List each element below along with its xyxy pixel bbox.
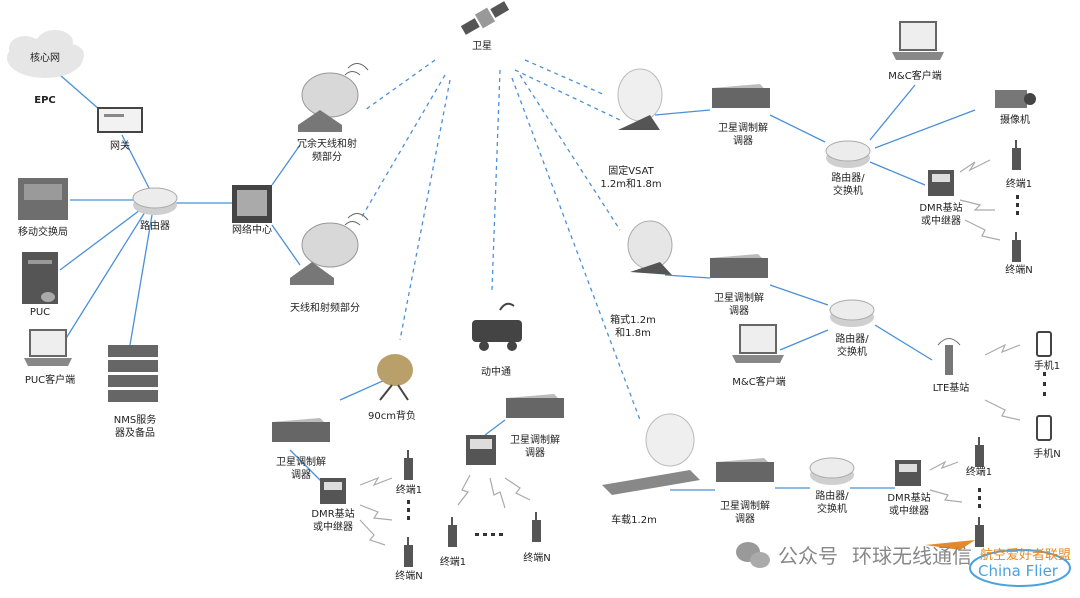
router-label: 路由器 — [140, 221, 170, 232]
mc-client1-label: M&C客户端 — [888, 71, 942, 82]
dmr-base-station-icon — [895, 460, 921, 486]
puc-client-label: PUC客户端 — [24, 375, 76, 386]
wechat-icon — [736, 542, 770, 568]
vehicle-mount-antenna-icon — [602, 413, 700, 495]
puc-server-icon — [22, 252, 58, 304]
modem1-label: 卫星调制解 调器 — [718, 123, 768, 147]
puc-label: PUC — [29, 307, 51, 318]
box-terminal-dish-icon — [627, 220, 673, 275]
term1-a-label: 终端1 — [1005, 179, 1033, 190]
core-network-cloud-icon — [7, 30, 84, 78]
redundant-antenna-label: 冗余天线和射 频部分 — [297, 139, 357, 163]
msc-server-icon — [18, 178, 68, 220]
network-center-label: 网络中心 — [232, 225, 272, 236]
redundant-antenna-icon — [298, 63, 369, 132]
antenna-rf-icon — [290, 213, 369, 285]
dmr-base-station-icon — [320, 478, 346, 504]
phone-icon — [1036, 331, 1052, 441]
watermark-wechat-text: 公众号 — [778, 544, 838, 568]
camera-label: 摄像机 — [1000, 115, 1030, 126]
manpack-dish-icon — [377, 354, 413, 401]
satellite-icon — [460, 1, 510, 35]
handset-icon — [1012, 140, 1021, 262]
gateway-icon — [97, 107, 143, 133]
vehicle-label: 车载1.2m — [611, 515, 657, 526]
core-router-icon — [132, 187, 178, 215]
lte-label: LTE基站 — [932, 383, 970, 394]
dmr-base-station-icon — [466, 435, 496, 465]
handset-icon — [404, 450, 413, 567]
dmr-base-station-icon — [928, 170, 954, 196]
satellite-links — [359, 59, 641, 421]
comm-on-move-vehicle-icon — [472, 302, 522, 351]
gateway-label: 网关 — [110, 141, 130, 152]
router-switch-icon — [829, 299, 875, 327]
msc-label: 移动交换局 — [18, 227, 68, 238]
fixed-vsat-label: 固定VSAT 1.2m和1.8m — [600, 166, 662, 190]
core-network-label: 核心网 — [30, 53, 60, 64]
watermark-name-text: 环球无线通信 — [852, 544, 972, 568]
router-switch2-label: 路由器/ 交换机 — [835, 334, 869, 358]
nms-label: NMS服务 器及备品 — [113, 415, 157, 439]
phoneN-label: 手机N — [1033, 449, 1061, 460]
fixed-vsat-dish-icon — [617, 68, 663, 130]
term1-d-label: 终端1 — [965, 467, 993, 478]
wireless-links — [359, 159, 1021, 546]
dmr2-label: DMR基站 或中继器 — [311, 509, 355, 533]
router-switch-icon — [809, 457, 855, 485]
camera-icon — [995, 90, 1036, 108]
router-switch3-label: 路由器/ 交换机 — [815, 491, 849, 515]
network-center-icon — [232, 185, 272, 223]
termN-c-label: 终端N — [395, 571, 423, 582]
mc-client2-label: M&C客户端 — [732, 377, 786, 388]
handset-icon — [448, 512, 541, 547]
watermark-site-text: China Flier — [978, 562, 1058, 580]
comm-on-move-label: 动中通 — [481, 367, 511, 378]
router-switch-icon — [825, 140, 871, 168]
modem-icon — [716, 458, 774, 482]
mc-client-laptop-icon — [732, 324, 784, 363]
watermark-site-cn-text: 航空爱好者联盟 — [980, 548, 1072, 563]
term1-b-label: 终端1 — [439, 557, 467, 568]
modem5-label: 卫星调制解 调器 — [720, 501, 770, 525]
termN-a-label: 终端N — [1005, 265, 1033, 276]
puc-client-laptop-icon — [24, 329, 72, 366]
modem-icon — [712, 84, 770, 108]
modem-icon — [506, 394, 564, 418]
epc-label: EPC — [34, 95, 56, 106]
modem3-label: 卫星调制解 调器 — [510, 435, 560, 459]
satellite-label: 卫星 — [472, 41, 492, 52]
modem2-label: 卫星调制解 调器 — [714, 293, 764, 317]
modem-icon — [710, 254, 768, 278]
box-terminal-label: 箱式1.2m 和1.8m — [610, 315, 656, 339]
dmr1-label: DMR基站 或中继器 — [919, 203, 963, 227]
mc-client-laptop-icon — [892, 21, 944, 60]
nms-server-icon — [108, 345, 158, 402]
term1-c-label: 终端1 — [395, 485, 423, 496]
antenna-rf-label: 天线和射频部分 — [290, 303, 360, 314]
termN-b-label: 终端N — [523, 553, 551, 564]
airplane-logo-icon — [925, 540, 1071, 587]
lte-base-station-icon — [937, 338, 961, 375]
dmr3-label: DMR基站 或中继器 — [887, 493, 931, 517]
modem-icon — [272, 418, 330, 442]
router-switch1-label: 路由器/ 交换机 — [831, 173, 865, 197]
manpack-label: 90cm背负 — [368, 411, 416, 422]
handset-icon — [975, 437, 984, 547]
phone1-label: 手机1 — [1033, 361, 1061, 372]
modem4-label: 卫星调制解 调器 — [276, 457, 326, 481]
solid-links — [59, 74, 976, 491]
